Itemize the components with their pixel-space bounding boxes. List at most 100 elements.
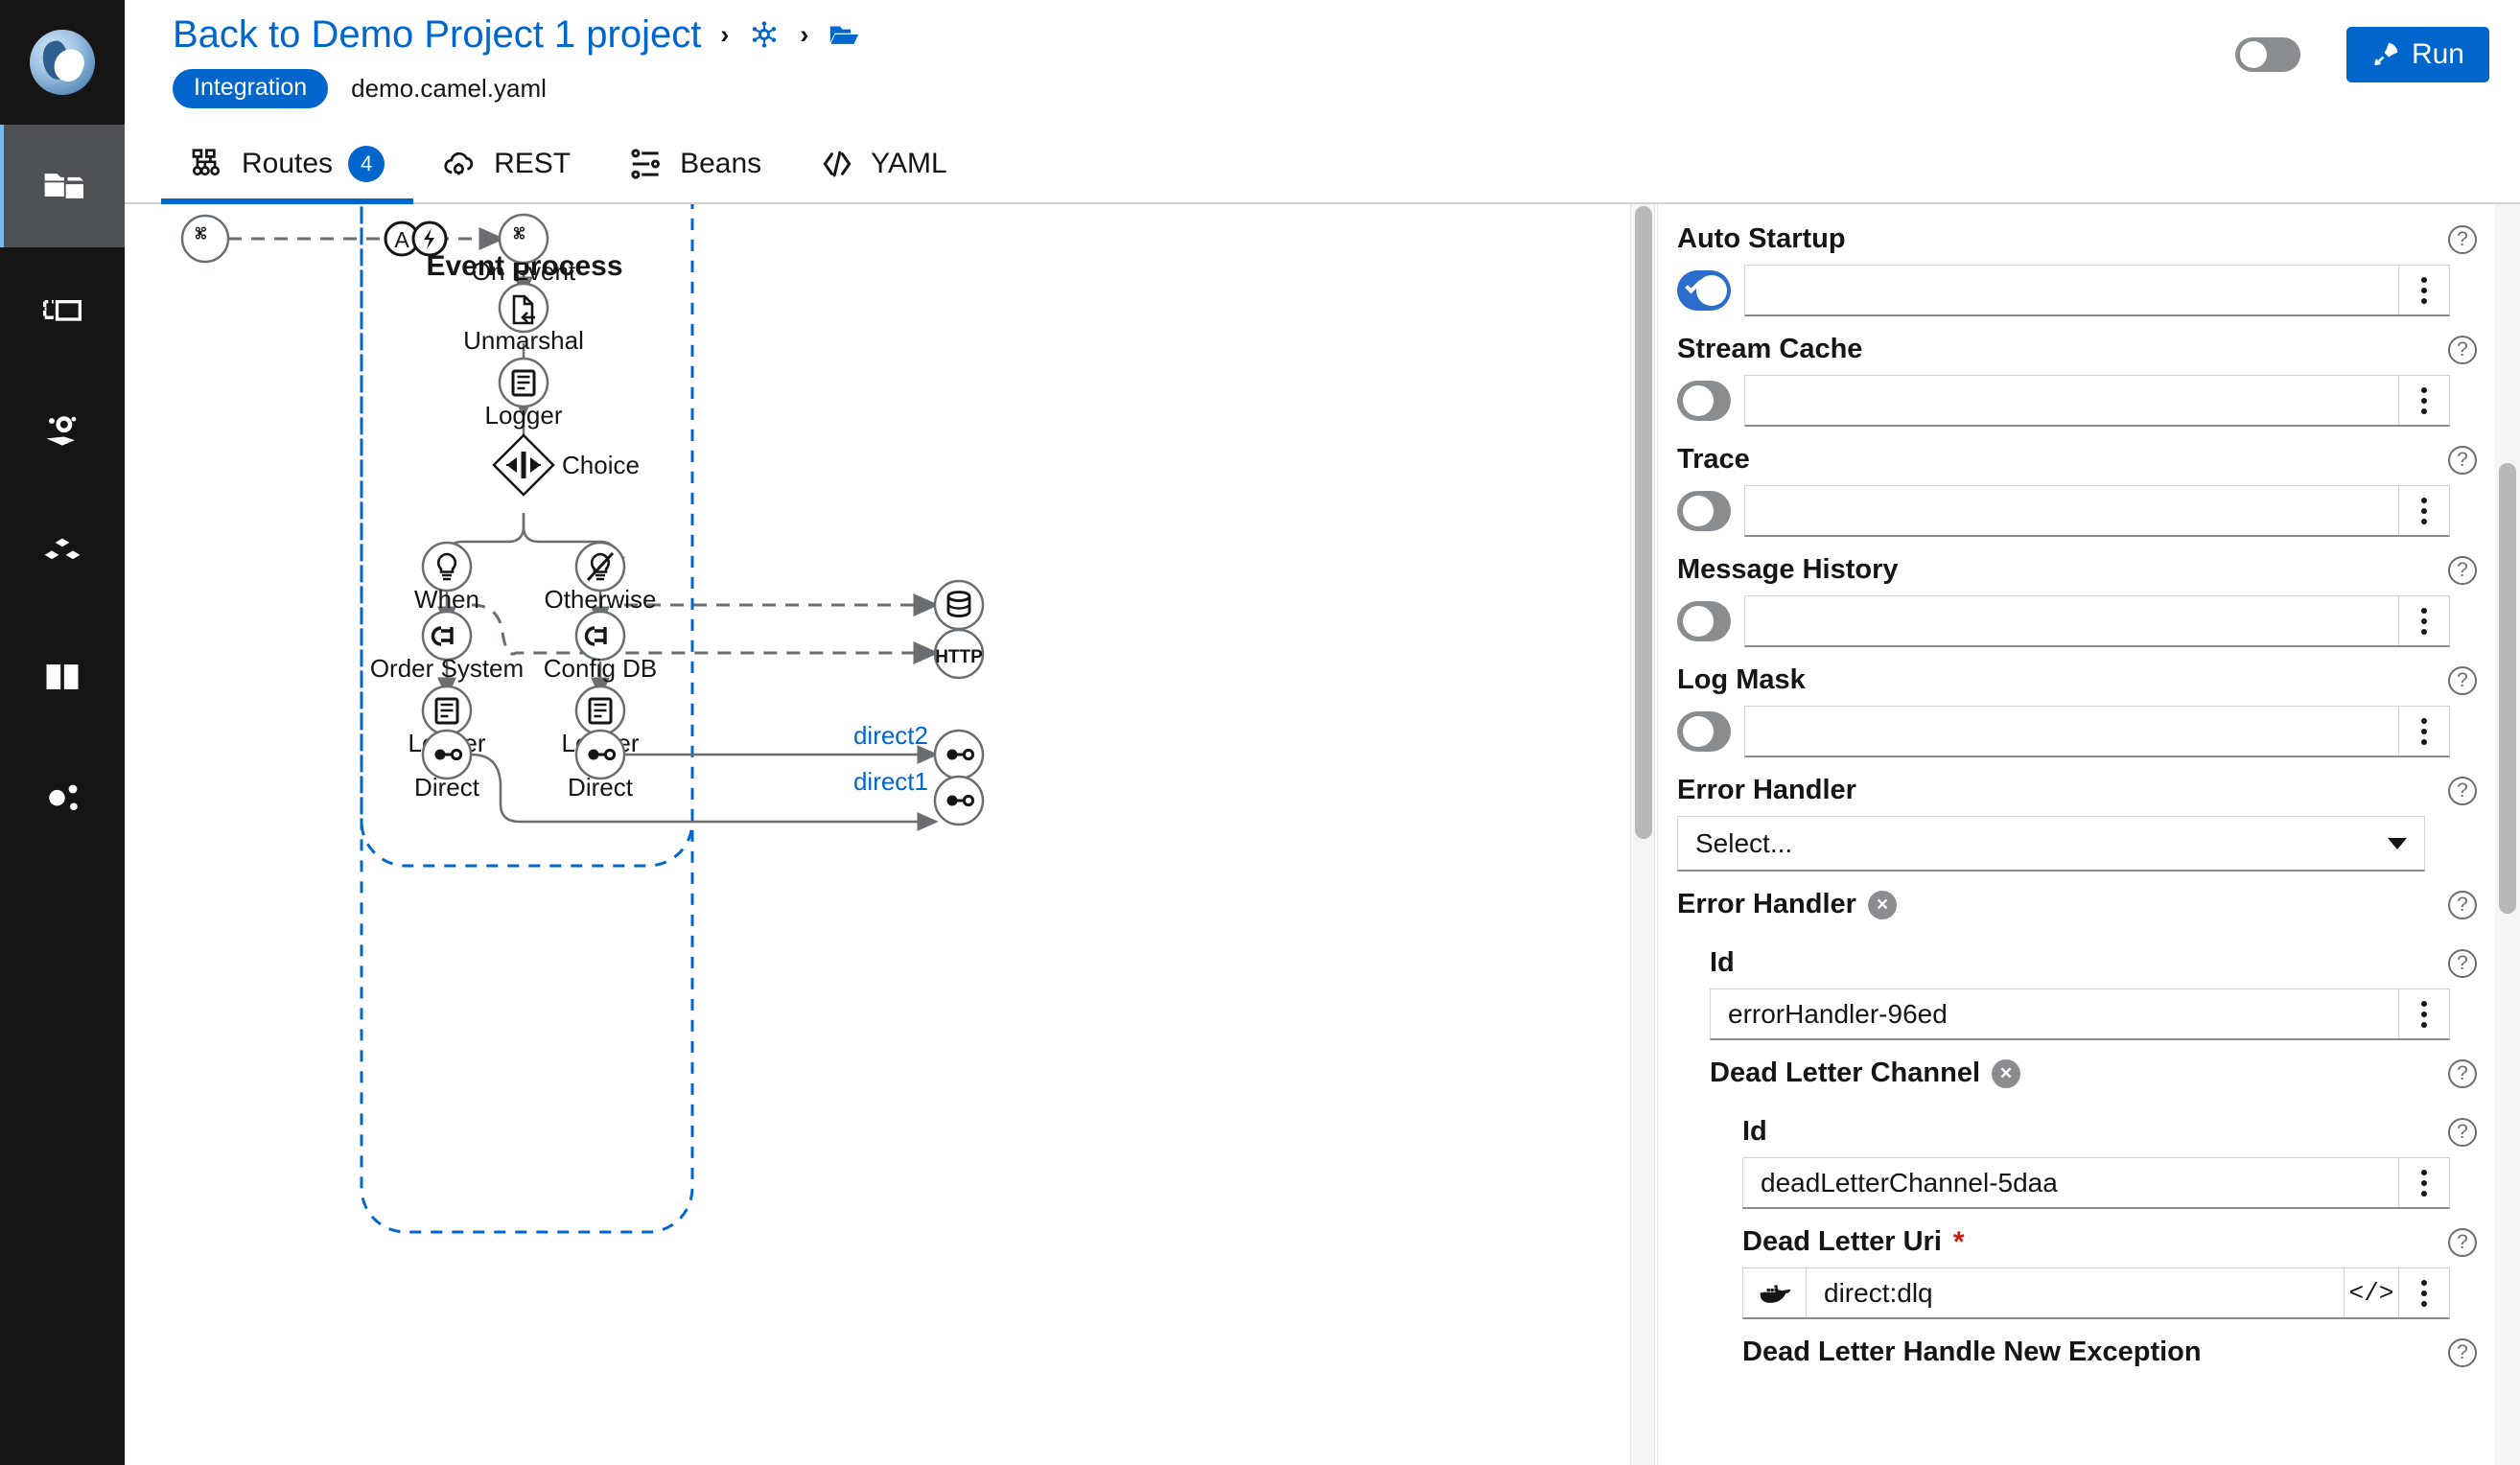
panel-vertical-scrollbar[interactable] — [2495, 204, 2520, 1465]
rail-item-configuration[interactable] — [0, 370, 125, 493]
help-icon-stream-cache[interactable]: ? — [2448, 336, 2477, 364]
camel-integration-icon[interactable] — [748, 18, 781, 51]
input-error-handler-id[interactable]: errorHandler-96ed — [1710, 988, 2450, 1040]
node-logger-1: Logger — [485, 357, 563, 430]
kebab-menu-trace[interactable] — [2399, 497, 2449, 524]
field-dead-letter-uri-label: Dead Letter Uri * — [1742, 1225, 1965, 1258]
input-trace[interactable] — [1744, 485, 2450, 537]
svg-text:Order System: Order System — [370, 654, 524, 683]
field-error-handler-select-label: Error Handler — [1677, 775, 1856, 805]
toggle-message-history[interactable] — [1677, 601, 1731, 641]
field-error-handler-id: Id ? errorHandler-96ed — [1658, 936, 2494, 1040]
required-asterisk: * — [1952, 1225, 1965, 1258]
endpoint-direct1: direct1 — [853, 767, 985, 826]
svg-text:Choice: Choice — [562, 451, 640, 479]
kebab-menu-error-handler-id[interactable] — [2399, 1000, 2449, 1028]
node-when: When — [414, 541, 479, 614]
tab-routes-count: 4 — [348, 145, 385, 182]
endpoint-direct2: direct2 — [853, 721, 985, 780]
rail-item-knowledgebase[interactable] — [0, 616, 125, 738]
rail-item-integrations[interactable] — [0, 247, 125, 370]
field-message-history-label: Message History — [1677, 554, 1899, 585]
settings-icon — [44, 784, 78, 811]
svg-text:Direct: Direct — [568, 773, 634, 802]
svg-text:Unmarshal: Unmarshal — [463, 326, 584, 355]
help-icon-message-history[interactable]: ? — [2448, 556, 2477, 585]
route-canvas[interactable]: A Event process — [125, 204, 1630, 1465]
toggle-auto-startup[interactable] — [1677, 270, 1731, 311]
help-icon-dlhne[interactable]: ? — [2448, 1338, 2477, 1367]
tab-beans-label: Beans — [680, 147, 762, 179]
help-icon-error-handler-section[interactable]: ? — [2448, 891, 2477, 919]
kebab-menu-dlc-id[interactable] — [2399, 1169, 2449, 1197]
svg-text:direct1: direct1 — [853, 767, 928, 796]
toggle-log-mask[interactable] — [1677, 711, 1731, 752]
kebab-menu-dead-letter-uri[interactable] — [2399, 1279, 2449, 1307]
node-choice: Choice — [492, 433, 640, 497]
canvas-vertical-scrollbar[interactable] — [1630, 204, 1655, 1465]
input-dlc-id[interactable]: deadLetterChannel-5daa — [1742, 1157, 2450, 1209]
kebab-menu-stream-cache[interactable] — [2399, 386, 2449, 414]
breadcrumb: Back to Demo Project 1 project › › — [173, 13, 860, 56]
tab-rest[interactable]: REST — [413, 125, 599, 202]
canvas-scrollbar-thumb[interactable] — [1635, 206, 1652, 839]
help-icon-trace[interactable]: ? — [2448, 446, 2477, 475]
kebab-menu-message-history[interactable] — [2399, 607, 2449, 635]
help-icon-error-handler-select[interactable]: ? — [2448, 777, 2477, 805]
input-dead-letter-uri[interactable]: direct:dlq </> — [1742, 1267, 2450, 1319]
left-nav-rail — [0, 0, 125, 1465]
rail-item-settings[interactable] — [0, 738, 125, 861]
remove-error-handler-icon[interactable]: × — [1867, 890, 1897, 919]
field-error-handler-select: Error Handler ? Select... — [1658, 763, 2494, 872]
remove-dead-letter-channel-icon[interactable]: × — [1992, 1058, 2020, 1088]
input-message-history[interactable] — [1744, 595, 2450, 647]
tab-routes-label: Routes — [242, 147, 334, 179]
input-error-handler-id-value: errorHandler-96ed — [1728, 998, 1948, 1029]
properties-panel[interactable]: Auto Startup ? Stream Cache ? — [1657, 204, 2520, 1465]
help-icon-log-mask[interactable]: ? — [2448, 666, 2477, 695]
projects-icon — [44, 174, 83, 198]
code-toggle-icon[interactable]: </> — [2348, 1278, 2394, 1308]
node-config-db: Config DB — [544, 610, 658, 683]
tab-yaml[interactable]: YAML — [790, 125, 975, 202]
input-auto-startup[interactable] — [1744, 265, 2450, 316]
select-error-handler-value: Select... — [1695, 827, 1793, 858]
camel-logo[interactable] — [0, 0, 125, 125]
yaml-code-icon — [823, 151, 852, 176]
panel-scrollbar-thumb[interactable] — [2499, 463, 2516, 914]
toggle-stream-cache[interactable] — [1677, 381, 1731, 421]
svg-text:When: When — [414, 585, 479, 614]
beans-icon — [631, 148, 661, 179]
input-stream-cache[interactable] — [1744, 375, 2450, 427]
help-icon-dead-letter-uri[interactable]: ? — [2448, 1228, 2477, 1257]
toggle-trace[interactable] — [1677, 491, 1731, 531]
run-button[interactable]: Run — [2345, 27, 2489, 82]
field-log-mask-label: Log Mask — [1677, 664, 1806, 695]
help-icon-dead-letter-channel[interactable]: ? — [2448, 1059, 2477, 1088]
configuration-icon — [46, 416, 77, 446]
section-dead-letter-channel-label: Dead Letter Channel × — [1710, 1046, 2450, 1099]
field-trace-label: Trace — [1677, 444, 1750, 475]
tab-routes[interactable]: Routes 4 — [161, 125, 414, 204]
help-icon-dlc-id[interactable]: ? — [2448, 1118, 2477, 1147]
breadcrumb-back-link[interactable]: Back to Demo Project 1 project — [173, 13, 702, 56]
svg-text:Direct: Direct — [414, 773, 480, 802]
field-stream-cache: Stream Cache ? — [1658, 322, 2494, 427]
endpoint-http: HTTP — [933, 628, 985, 680]
folder-open-icon[interactable] — [828, 18, 860, 51]
node-unmarshal: Unmarshal — [463, 282, 584, 355]
breadcrumb-separator-1: › — [720, 19, 730, 49]
rail-item-blocks[interactable] — [0, 493, 125, 616]
tab-beans[interactable]: Beans — [599, 125, 790, 202]
help-icon-error-handler-id[interactable]: ? — [2448, 949, 2477, 978]
svg-text:Config DB: Config DB — [544, 654, 658, 683]
kebab-menu-log-mask[interactable] — [2399, 717, 2449, 745]
field-dead-letter-uri: Dead Letter Uri * ? direct:dlq </> — [1658, 1215, 2494, 1319]
help-icon-auto-startup[interactable]: ? — [2448, 225, 2477, 254]
editor-tabs: Routes 4 REST Beans YAML — [125, 125, 2520, 204]
rail-item-projects[interactable] — [0, 125, 125, 247]
input-log-mask[interactable] — [1744, 706, 2450, 757]
select-error-handler[interactable]: Select... — [1677, 816, 2425, 872]
kebab-menu-auto-startup[interactable] — [2399, 276, 2449, 304]
header-toggle[interactable] — [2234, 37, 2300, 72]
